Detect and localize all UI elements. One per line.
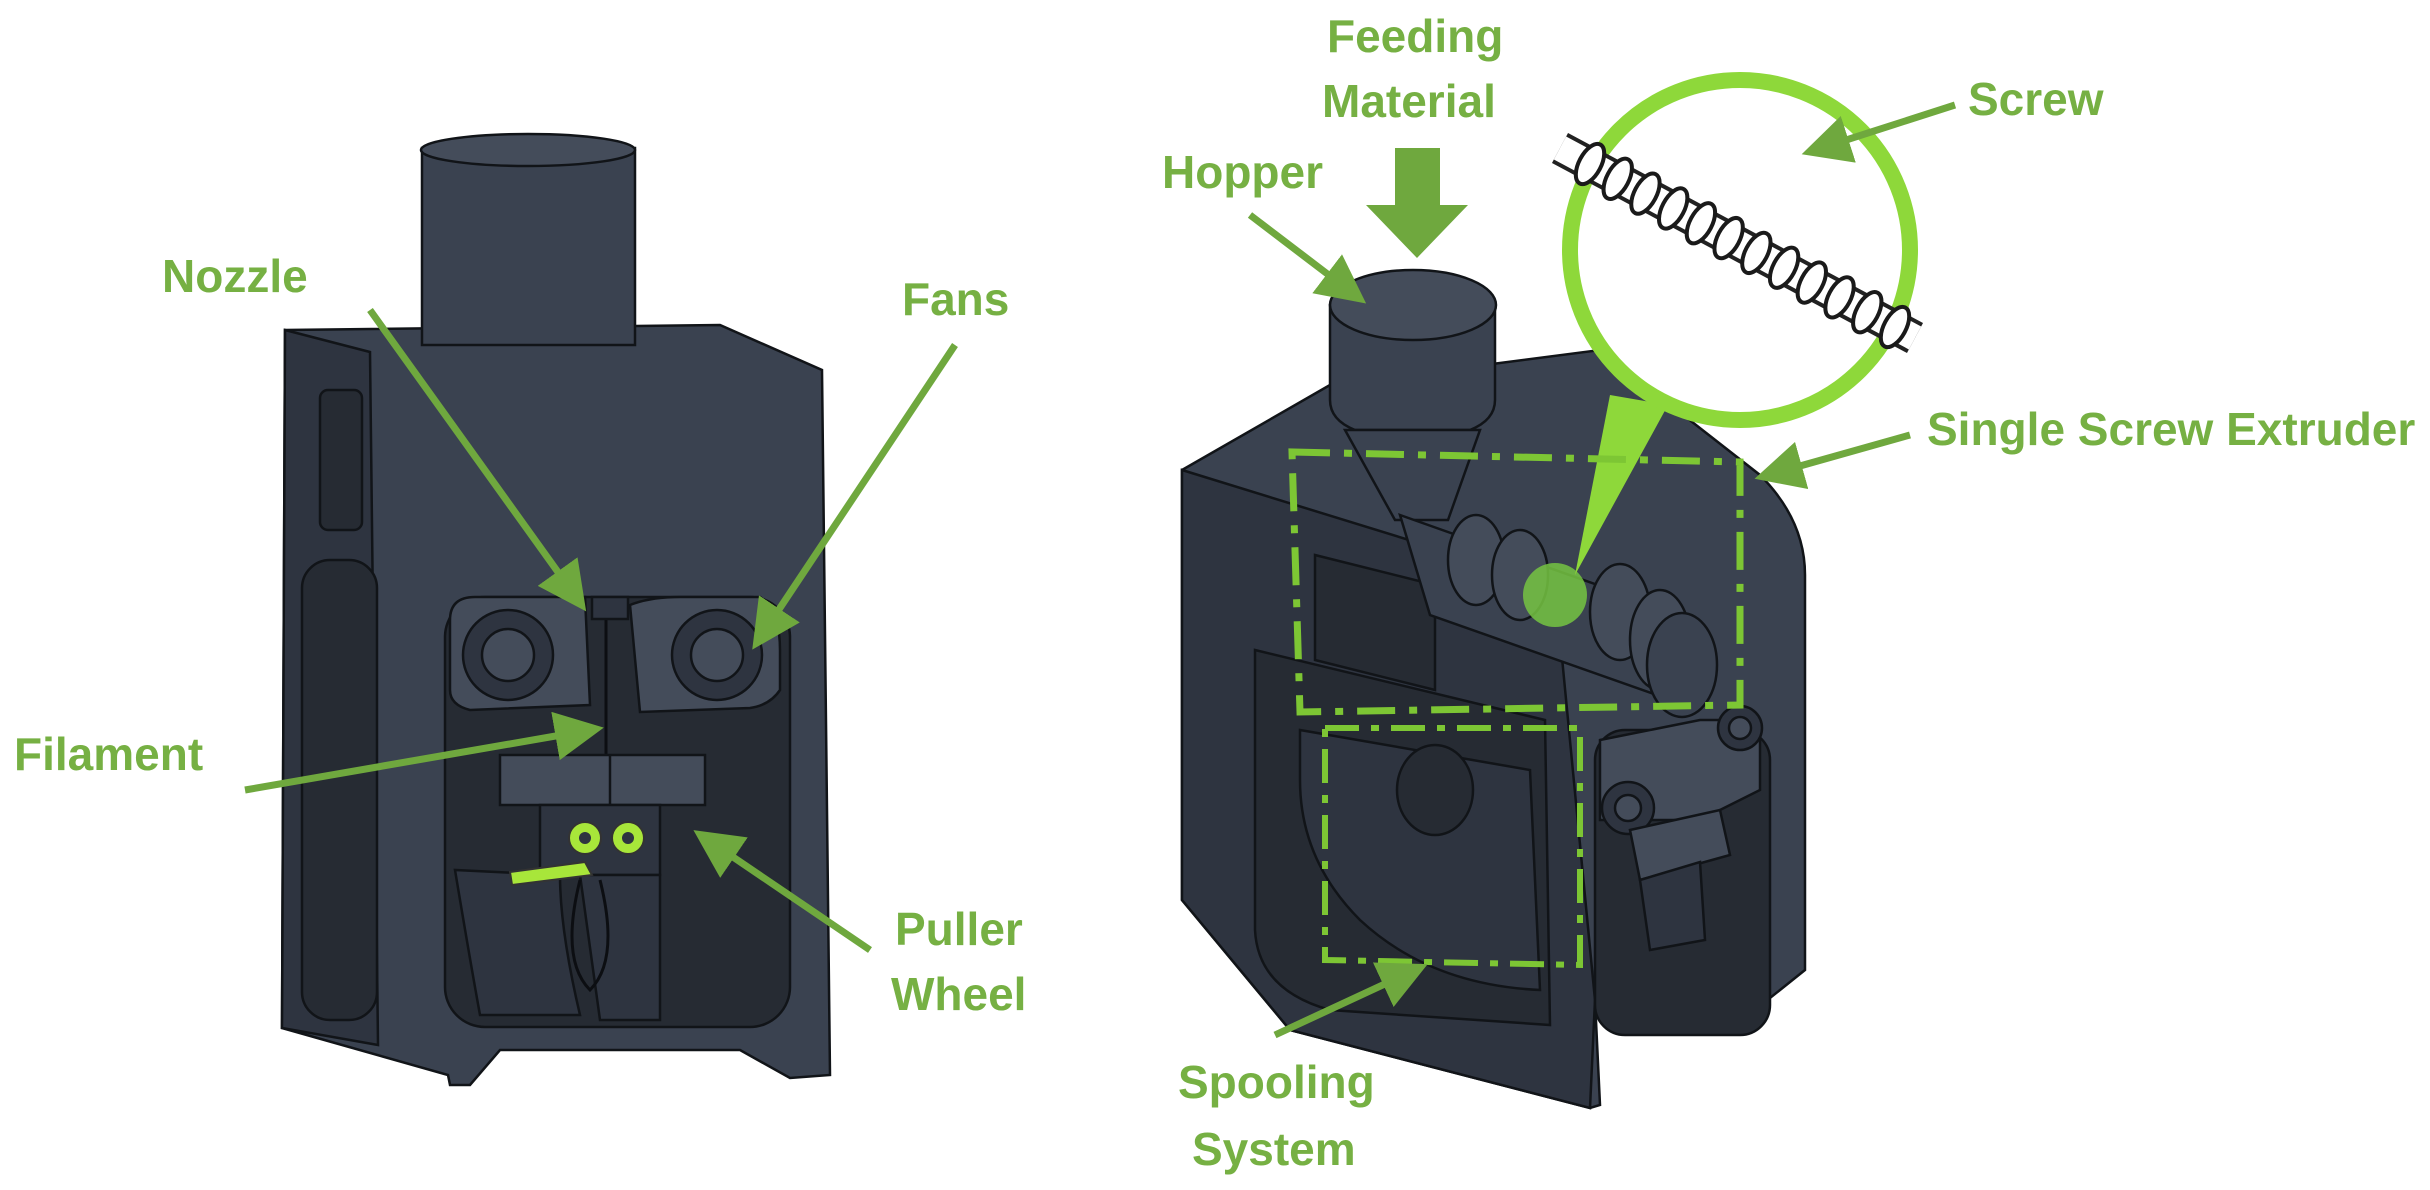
screw-flight xyxy=(1712,215,1745,261)
left-lower-shape-2 xyxy=(578,873,662,1022)
label-fans: Fans xyxy=(902,273,1009,325)
extruder-arrow xyxy=(1754,431,1911,490)
label-feeding-line1: Feeding xyxy=(1327,10,1503,62)
label-filament: Filament xyxy=(14,728,203,780)
right-window xyxy=(1313,553,1437,692)
label-puller-line1: Puller xyxy=(895,903,1023,955)
screw-flight xyxy=(1601,156,1634,201)
screw-flight xyxy=(1851,290,1884,335)
hopper-arrow xyxy=(1247,212,1367,304)
left-chimney xyxy=(420,146,637,347)
screw-flight xyxy=(1657,186,1690,231)
left-puller-bar xyxy=(498,753,707,807)
right-spool-hub xyxy=(1395,743,1475,837)
screw-flight xyxy=(1823,275,1856,320)
left-side-slot xyxy=(318,388,364,532)
left-machine xyxy=(280,132,832,1087)
screw-flight xyxy=(1795,260,1828,305)
label-screw: Screw xyxy=(1968,73,2104,125)
left-side-recess xyxy=(300,558,379,1022)
left-lower-shape xyxy=(453,868,582,1017)
screw-flight xyxy=(1767,245,1801,290)
feeding-material-arrow xyxy=(1366,148,1468,258)
nozzle-arrow xyxy=(367,307,587,612)
label-feeding-line2: Material xyxy=(1322,75,1496,127)
label-single-screw-extruder: Single Screw Extruder xyxy=(1927,403,2415,455)
fans-arrow xyxy=(752,343,958,650)
left-chimney-top xyxy=(419,132,637,168)
screw-flight xyxy=(1740,230,1773,276)
screw-flight xyxy=(1878,304,1912,350)
label-puller-line2: Wheel xyxy=(891,968,1026,1020)
arrows xyxy=(244,101,1957,1039)
screw-arrow xyxy=(1801,101,1957,163)
screw-flight xyxy=(1573,141,1607,187)
screw-flight xyxy=(1684,201,1718,246)
left-fan-2-hub xyxy=(689,627,745,683)
labels: Nozzle Fans Filament Puller Wheel Feedin… xyxy=(14,10,2415,1175)
right-spool-disk xyxy=(1298,728,1542,992)
left-puller-lever xyxy=(508,860,594,887)
label-spooling-line1: Spooling xyxy=(1178,1056,1375,1108)
screw-detail xyxy=(1551,133,1924,353)
label-hopper: Hopper xyxy=(1162,146,1323,198)
right-hopper-top xyxy=(1328,268,1498,342)
spooling-dashed-box xyxy=(1322,725,1583,969)
spooling-arrow xyxy=(1273,962,1428,1039)
label-nozzle: Nozzle xyxy=(162,250,308,302)
screw-highlight-dot xyxy=(1523,563,1587,627)
label-spooling-line2: System xyxy=(1192,1123,1356,1175)
right-machine xyxy=(1180,72,1924,1110)
extruder-dashed-box xyxy=(1288,448,1744,716)
right-barrel-cap xyxy=(1645,611,1719,719)
left-nozzle-block xyxy=(590,595,630,621)
screw-flight xyxy=(1629,171,1662,216)
filament-arrow xyxy=(244,711,604,794)
screw-callout-stem xyxy=(1575,395,1668,575)
right-side-puller xyxy=(1628,808,1732,882)
puller-wheel-arrow xyxy=(693,830,872,953)
left-filament-loop xyxy=(570,879,610,993)
left-fan-1-hub xyxy=(480,627,536,683)
